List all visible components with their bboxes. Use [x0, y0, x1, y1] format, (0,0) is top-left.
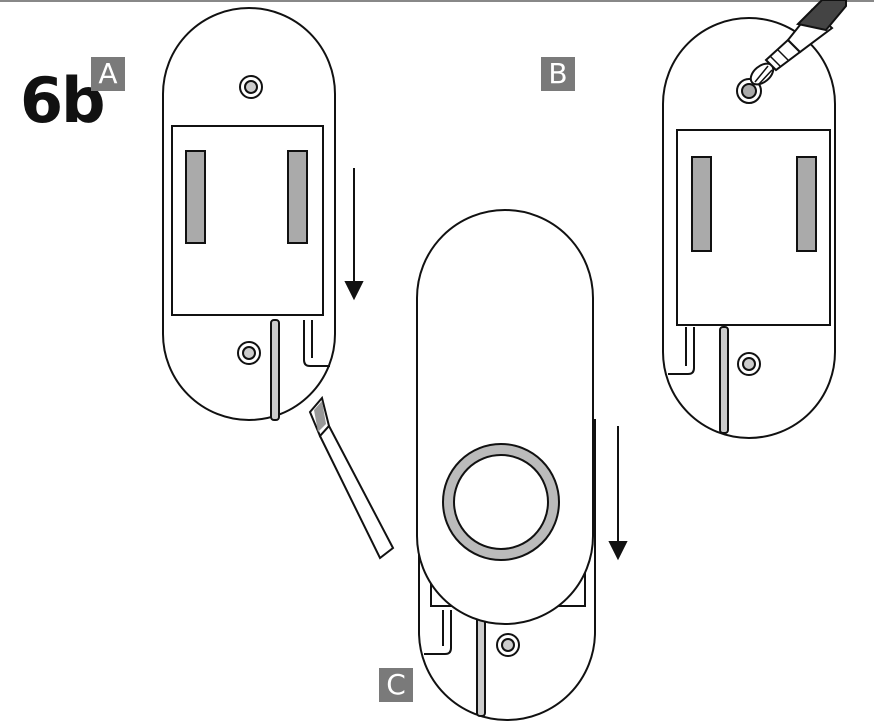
down-arrow-icon: [608, 426, 628, 561]
panel-b-mount: [662, 17, 836, 439]
contact-slot-right: [796, 156, 817, 252]
panel-label-b: B: [541, 57, 575, 91]
screw-icon: [736, 62, 775, 104]
panel-c-assembly: [416, 209, 596, 721]
mount-screw-hole-top: [239, 75, 263, 99]
down-arrow-icon: [344, 168, 364, 301]
panel-label-a: A: [91, 57, 125, 91]
release-tab: [303, 320, 330, 367]
release-tab: [424, 610, 452, 655]
mount-plate-outline: [162, 7, 336, 421]
panel-label-c: C: [379, 668, 413, 702]
latch-groove: [719, 326, 729, 434]
battery-compartment: [676, 129, 831, 326]
latch-groove: [270, 319, 280, 421]
bell-button: [453, 454, 549, 550]
top-rule: [0, 0, 874, 2]
contact-slot-right: [287, 150, 308, 244]
contact-slot-left: [185, 150, 206, 244]
mount-screw-hole-bottom: [496, 633, 520, 657]
phillips-screwdriver-icon: [764, 0, 847, 72]
release-tab: [668, 327, 695, 375]
latch-groove: [476, 609, 486, 717]
mount-plate-outline: [662, 17, 836, 439]
mount-screw-hole-bottom: [737, 352, 761, 376]
doorbell-cover: [416, 209, 594, 625]
mount-screw-hole-bottom: [237, 341, 261, 365]
flat-screwdriver-icon: [308, 395, 395, 560]
panel-a-mount: [162, 7, 336, 421]
battery-compartment: [171, 125, 324, 316]
contact-slot-left: [691, 156, 712, 252]
